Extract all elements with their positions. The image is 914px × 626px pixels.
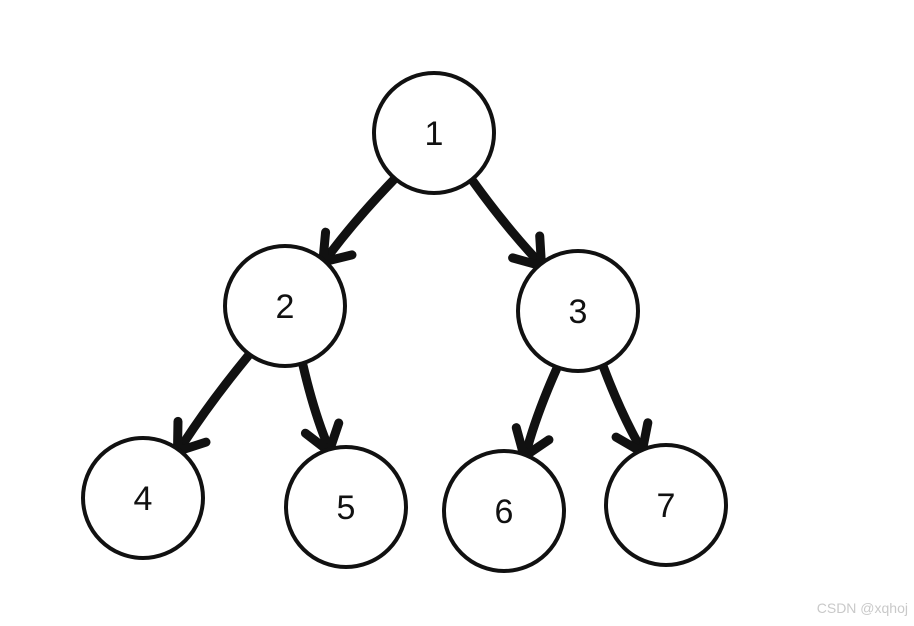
edge-n3-n7 bbox=[599, 362, 653, 457]
node-circle bbox=[223, 244, 347, 368]
edge-shaft bbox=[523, 364, 561, 452]
node-label: 7 bbox=[657, 487, 676, 525]
watermark: CSDN @xqhoj bbox=[816, 600, 908, 616]
node-label: 3 bbox=[569, 293, 588, 331]
edge-shaft bbox=[324, 175, 399, 259]
edge-shaft bbox=[599, 362, 643, 448]
edge-n3-n6 bbox=[511, 364, 561, 462]
edge-n2-n4 bbox=[172, 351, 253, 456]
node-label: 4 bbox=[134, 480, 153, 518]
edge-n2-n5 bbox=[298, 360, 344, 456]
node-circle bbox=[442, 449, 566, 573]
tree-node-6: 6 bbox=[442, 449, 566, 573]
tree-node-4: 4 bbox=[81, 436, 205, 560]
tree-node-2: 2 bbox=[223, 244, 347, 368]
node-label: 6 bbox=[495, 493, 514, 531]
tree-node-1: 1 bbox=[372, 71, 496, 195]
node-circle bbox=[604, 443, 728, 567]
tree-node-3: 3 bbox=[516, 249, 640, 373]
edge-n1-n2 bbox=[318, 175, 399, 267]
node-circle bbox=[284, 445, 408, 569]
tree-node-7: 7 bbox=[604, 443, 728, 567]
edge-shaft bbox=[298, 360, 331, 447]
tree-node-5: 5 bbox=[284, 445, 408, 569]
edge-n1-n3 bbox=[468, 176, 547, 271]
node-label: 1 bbox=[425, 115, 444, 153]
node-circle bbox=[372, 71, 496, 195]
edge-shaft bbox=[178, 351, 253, 448]
node-label: 5 bbox=[337, 489, 356, 527]
node-circle bbox=[81, 436, 205, 560]
node-label: 2 bbox=[276, 288, 295, 326]
node-circle bbox=[516, 249, 640, 373]
edge-shaft bbox=[468, 176, 540, 263]
